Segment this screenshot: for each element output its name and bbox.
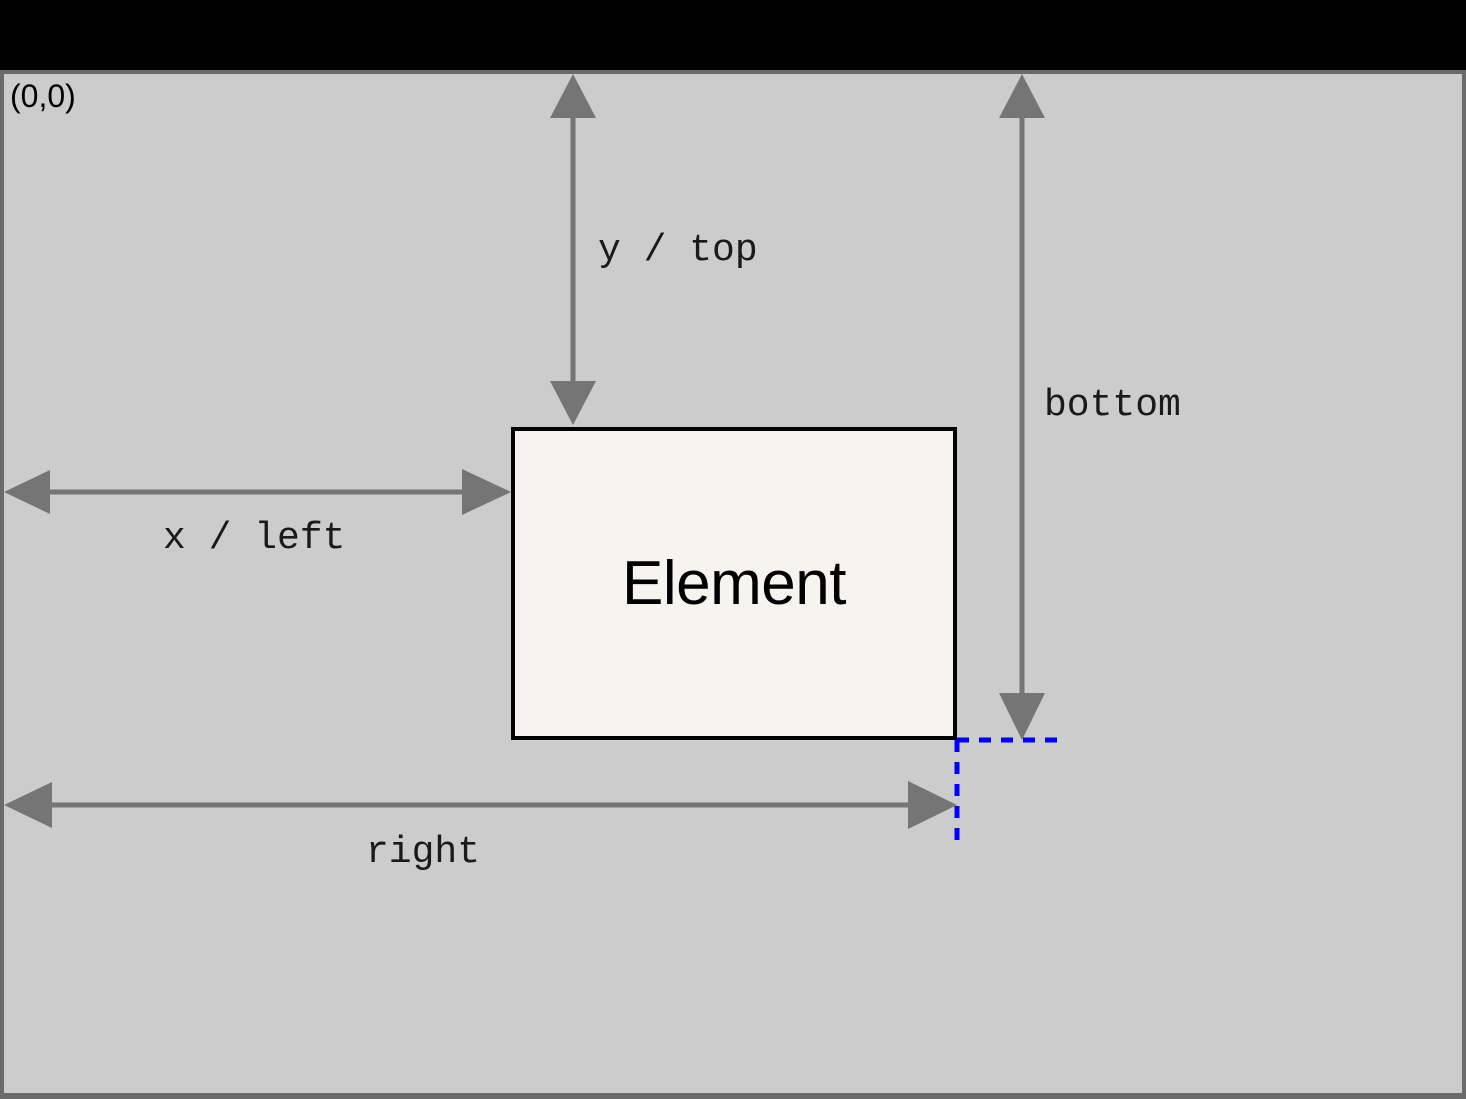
arrowhead-right-right	[908, 781, 957, 829]
measurement-label-right: right	[366, 831, 481, 874]
arrow-bottom	[999, 74, 1045, 740]
measurement-label-y-top: y / top	[598, 229, 758, 272]
arrowhead-left-right	[4, 782, 52, 828]
arrow-right	[4, 781, 957, 829]
element-box-label: Element	[622, 548, 846, 618]
arrowhead-up-bottom	[999, 74, 1045, 118]
corner-guides	[954, 737, 1060, 842]
arrow-x-left	[4, 469, 511, 515]
element-box: Element	[511, 427, 957, 740]
arrowhead-left-x-left	[4, 470, 50, 514]
measurement-label-bottom: bottom	[1044, 384, 1181, 427]
arrowhead-down-y-top	[550, 381, 596, 425]
measurement-label-x-left: x / left	[163, 517, 346, 560]
arrowhead-right-x-left	[462, 469, 511, 515]
origin-coordinate-label: (0,0)	[10, 78, 76, 114]
arrowhead-up-y-top	[550, 74, 596, 118]
arrowhead-down-bottom	[999, 693, 1045, 740]
arrow-y-top	[550, 74, 596, 425]
